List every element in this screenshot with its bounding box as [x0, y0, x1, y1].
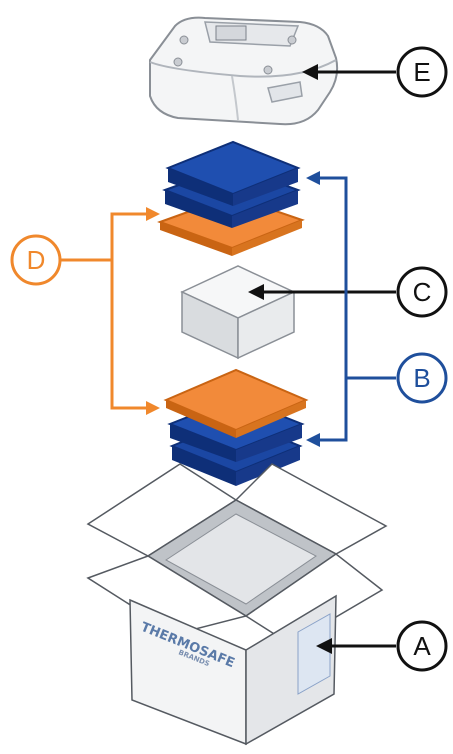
- lower-pack-stack: [163, 368, 309, 486]
- label-c: C: [413, 277, 432, 307]
- label-e: E: [413, 57, 430, 87]
- callout-d: D: [10, 207, 160, 415]
- outer-box-a: THERMOSAFE BRANDS: [86, 463, 388, 746]
- inner-box-c: [180, 265, 296, 360]
- callout-e: E: [302, 46, 448, 98]
- label-a: A: [413, 631, 431, 661]
- label-b: B: [413, 363, 430, 393]
- label-d: D: [27, 245, 46, 275]
- callout-a: A: [316, 620, 448, 672]
- callout-c: C: [248, 266, 448, 318]
- callout-b: B: [306, 171, 448, 447]
- upper-pack-stack: [157, 140, 305, 256]
- lid-e: [149, 16, 339, 126]
